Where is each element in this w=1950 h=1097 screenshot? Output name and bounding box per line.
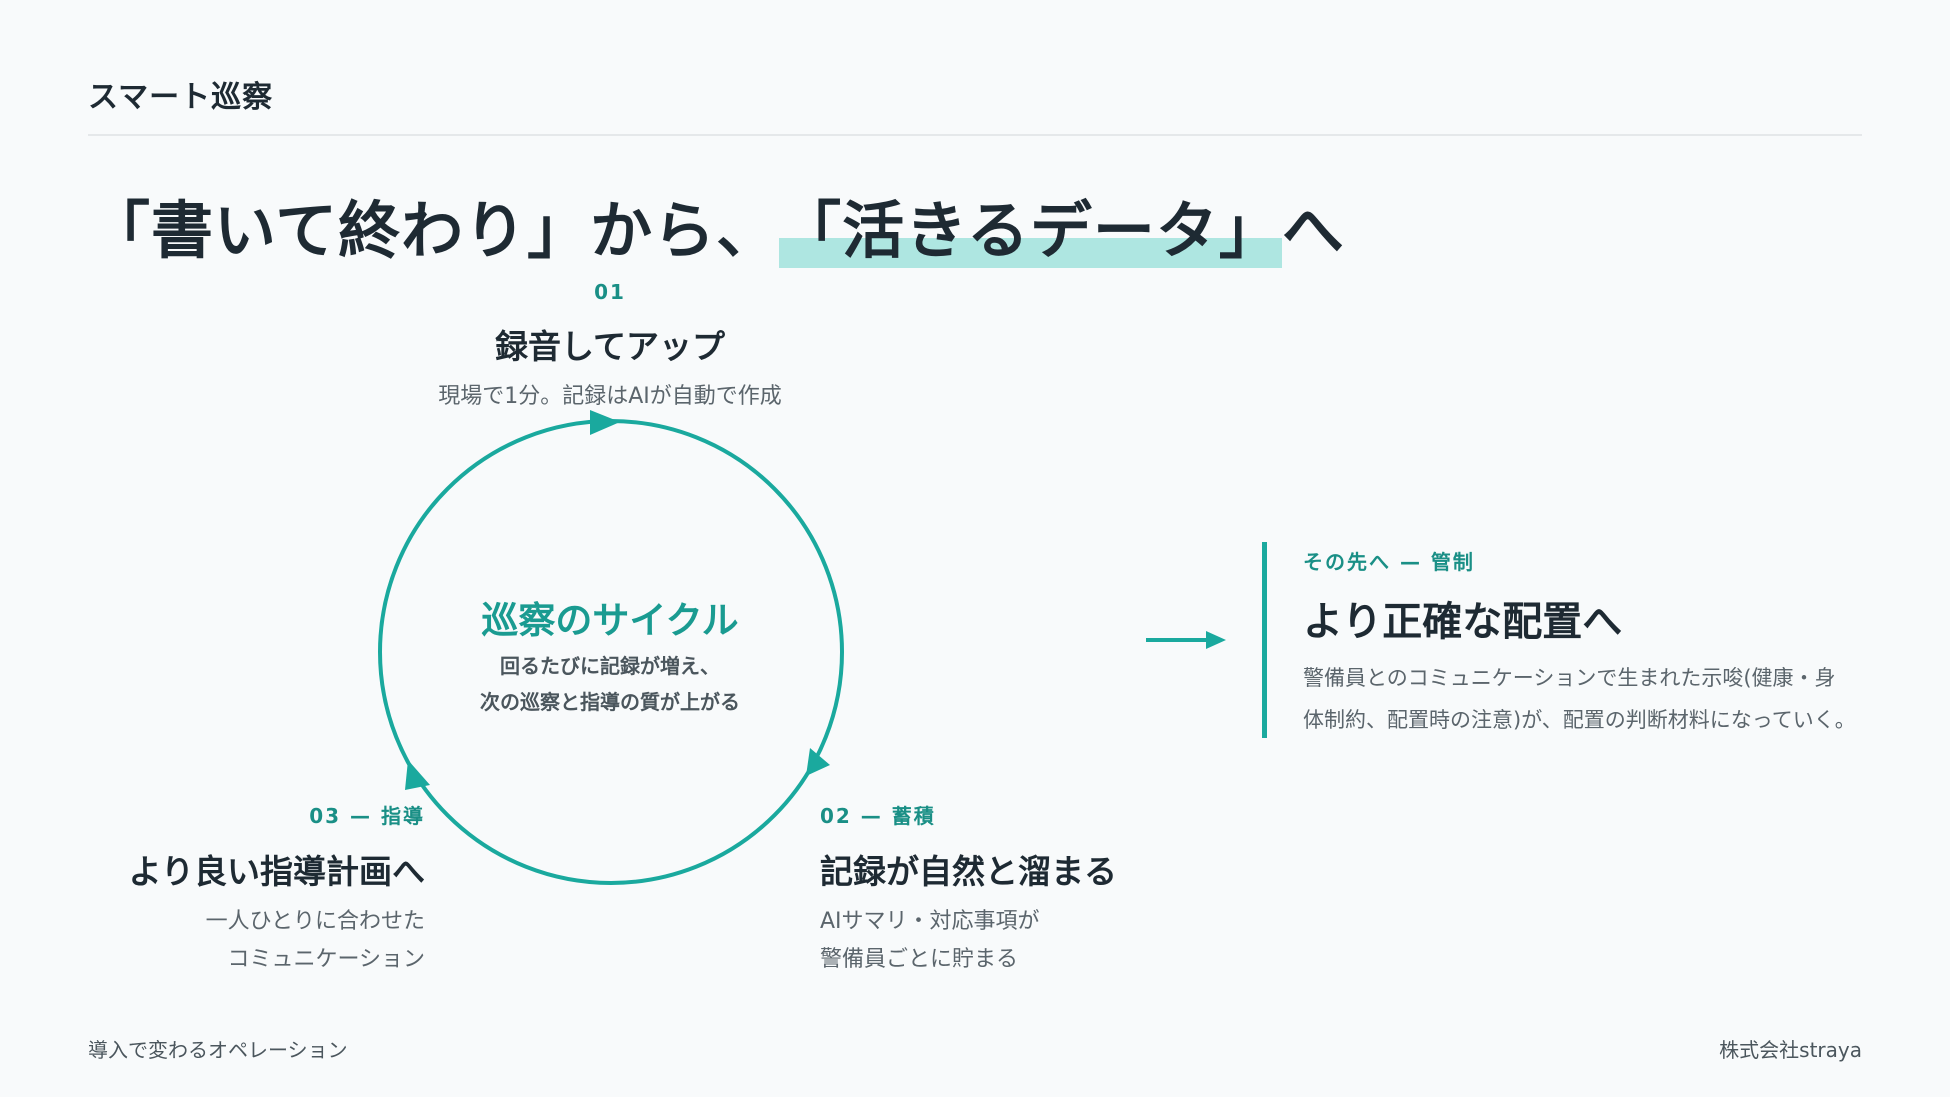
step-description-line1: 一人ひとりに合わせた xyxy=(205,909,425,934)
page-headline: 「書いて終わり」から、「活きるデータ」へ xyxy=(88,180,1345,270)
next-stage-kicker: その先へ — 管制 xyxy=(1303,550,1475,574)
cycle-title: 巡察のサイクル xyxy=(481,599,739,642)
footer-company: 株式会社straya xyxy=(1719,1038,1862,1062)
headline-highlight-text: 「活きるデータ」 xyxy=(779,194,1282,267)
step-guidance: 03 — 指導 より良い指導計画へ 一人ひとりに合わせた コミュニケーション xyxy=(90,800,425,979)
right-arrow-icon xyxy=(1146,631,1226,649)
step-description-line1: AIサマリ・対応事項が xyxy=(820,909,1040,934)
cycle-subtitle-line1: 回るたびに記録が増え、 xyxy=(500,654,720,678)
cycle-arrowhead-right xyxy=(806,748,830,776)
step-number: 02 — 蓄積 xyxy=(820,804,936,828)
footer-section-label: 導入で変わるオペレーション xyxy=(88,1038,348,1062)
next-stage-block: その先へ — 管制 より正確な配置へ 警備員とのコミュニケーションで生まれた示唆… xyxy=(1262,542,1902,738)
headline-part1: 「書いて終わり」から、 xyxy=(88,194,780,267)
brand-title: スマート巡察 xyxy=(88,80,274,115)
next-stage-description: 警備員とのコミュニケーションで生まれた示唆(健康・身 体制約、配置時の注意)が、… xyxy=(1303,657,1902,741)
step-title: より良い指導計画へ xyxy=(128,852,425,891)
cycle-arrowhead-left xyxy=(405,760,430,790)
next-stage-description-line2: 体制約、配置時の注意)が、配置の判断材料になっていく。 xyxy=(1303,708,1856,732)
step-description-line2: コミュニケーション xyxy=(227,947,425,972)
cycle-subtitle: 回るたびに記録が増え、 次の巡察と指導の質が上がる xyxy=(410,648,810,720)
step-number: 03 — 指導 xyxy=(309,804,425,828)
headline-part2: へ xyxy=(1281,194,1345,267)
step-description-line1: 現場で1分。記録はAIが自動で作成 xyxy=(438,384,782,409)
step-record: 01 録音してアップ 現場で1分。記録はAIが自動で作成 xyxy=(400,280,820,416)
cycle-subtitle-line2: 次の巡察と指導の質が上がる xyxy=(480,690,740,714)
cycle-arrowhead-top xyxy=(590,410,620,435)
step-description: 現場で1分。記録はAIが自動で作成 xyxy=(400,378,820,416)
step-number: 01 xyxy=(594,280,626,304)
headline-highlight: 「活きるデータ」 xyxy=(779,180,1282,270)
step-title: 録音してアップ xyxy=(494,327,725,366)
step-accumulate: 02 — 蓄積 記録が自然と溜まる AIサマリ・対応事項が 警備員ごとに貯まる xyxy=(820,800,1240,979)
next-stage-title: より正確な配置へ xyxy=(1303,599,1623,645)
step-description-line2: 警備員ごとに貯まる xyxy=(820,947,1019,972)
step-description: AIサマリ・対応事項が 警備員ごとに貯まる xyxy=(820,903,1240,979)
next-stage-description-line1: 警備員とのコミュニケーションで生まれた示唆(健康・身 xyxy=(1303,666,1836,690)
step-title: 記録が自然と溜まる xyxy=(820,852,1117,891)
cycle-arrow-icon xyxy=(378,410,844,885)
step-description: 一人ひとりに合わせた コミュニケーション xyxy=(90,903,425,979)
header-divider xyxy=(88,134,1862,136)
